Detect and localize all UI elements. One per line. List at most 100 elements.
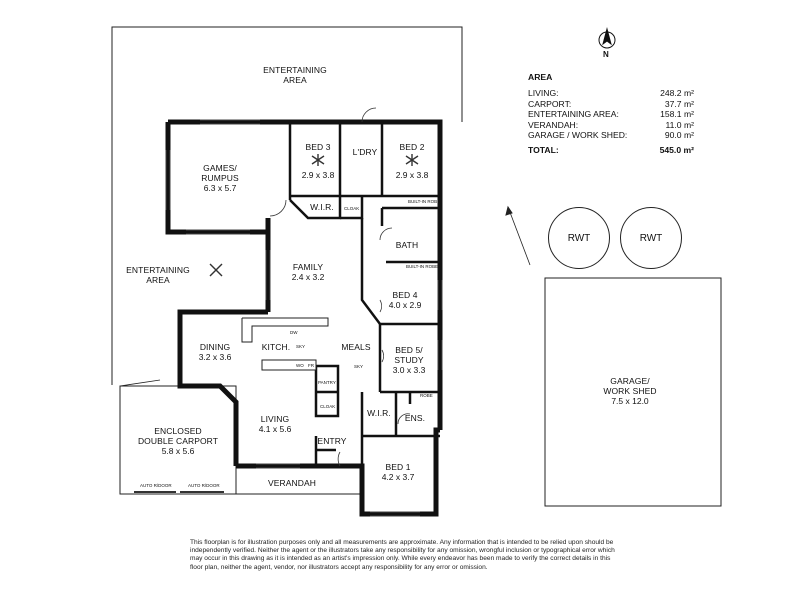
room-bed2-dims: 2.9 x 3.8 <box>390 170 434 180</box>
compass-label: N <box>603 50 609 59</box>
room-entry: ENTRY <box>312 436 352 446</box>
room-dims: 4.1 x 5.6 <box>258 424 292 434</box>
area-row: CARPORT: 37.7 m² <box>528 99 694 110</box>
room-bed2: BED 2 <box>390 142 434 152</box>
area-total-label: TOTAL: <box>528 144 559 155</box>
room-name: BATH <box>395 240 419 250</box>
area-label: LIVING: <box>528 88 559 98</box>
ceiling-fans <box>209 154 419 277</box>
fridge-label: FR <box>308 363 314 368</box>
room-name: FAMILY <box>292 262 324 272</box>
room-dims: 4.0 x 2.9 <box>388 300 422 310</box>
area-total-row: TOTAL: 545.0 m² <box>528 145 694 156</box>
windows <box>165 119 443 517</box>
wall-oven-label: WO <box>296 363 304 368</box>
tank-label: RWT <box>567 232 591 244</box>
area-row: VERANDAH:11.0 m² <box>528 120 694 131</box>
room-name: MEALS <box>341 342 371 352</box>
room-name: W.I.R. <box>310 202 334 212</box>
skylight-label-1: SKY <box>296 344 306 349</box>
room-dims: 3.2 x 3.6 <box>198 352 232 362</box>
doors <box>269 107 411 467</box>
area-value: 158.1 m² <box>660 109 694 119</box>
room-name: BED 3 <box>305 142 331 152</box>
builtin-robe-1: BUILT-IN ROBE <box>408 199 441 204</box>
room-dims: 6.3 x 5.7 <box>203 183 237 193</box>
room-name: ENCLOSED DOUBLE CARPORT <box>137 426 219 446</box>
room-name: KITCH. <box>261 342 291 352</box>
dishwasher-label: DW <box>290 330 298 335</box>
room-name: ENS. <box>404 413 426 423</box>
builtin-robe-2: BUILT-IN ROBE <box>406 264 439 269</box>
interior-walls <box>288 122 440 466</box>
disclaimer-text: This floorplan is for illustration purpo… <box>190 539 615 571</box>
room-meals: MEALS <box>336 342 376 352</box>
room-ldry: L'DRY <box>350 147 380 157</box>
room-name: BED 5/ STUDY <box>394 345 424 365</box>
room-name: ENTERTAINING AREA <box>126 265 190 285</box>
area-value: 11.0 m² <box>665 119 695 130</box>
room-entertaining-top: ENTERTAINING AREA <box>255 65 335 85</box>
room-pantry: PANTRY <box>318 380 336 385</box>
room-name: BED 2 <box>399 142 425 152</box>
room-bath: BATH <box>392 240 422 250</box>
area-label: ENTERTAINING AREA: <box>528 109 619 119</box>
room-cloak-top: CLOAK <box>344 206 360 211</box>
room-name: ENTRY <box>317 436 347 446</box>
room-name: BED 1 <box>385 462 411 472</box>
area-total-value: 545.0 m² <box>659 144 694 155</box>
entertaining-area-outline <box>111 26 463 385</box>
room-kitch: KITCH. <box>258 342 294 352</box>
rainwater-tank: RWT <box>620 207 682 269</box>
room-verandah: VERANDAH <box>262 478 322 488</box>
kitchen-counters <box>241 317 329 371</box>
garage-outline <box>544 277 722 507</box>
room-name: L'DRY <box>352 147 378 157</box>
room-dims: 5.8 x 5.6 <box>161 446 195 456</box>
room-ens: ENS. <box>400 413 430 423</box>
room-cloak-mid: CLOAK <box>320 404 336 409</box>
area-row: ENTERTAINING AREA: 158.1 m² <box>528 109 694 120</box>
north-arrow-icon <box>598 27 616 49</box>
room-name: ENTERTAINING AREA <box>263 65 327 85</box>
room-name: W.I.R. <box>367 408 391 418</box>
room-name: BED 4 <box>392 290 418 300</box>
room-dims: 3.0 x 3.3 <box>392 365 426 375</box>
tank-label: RWT <box>639 232 663 244</box>
area-value: 248.2 m² <box>660 88 694 98</box>
room-name: DINING <box>199 342 231 352</box>
room-name: VERANDAH <box>267 478 317 488</box>
area-row: LIVING: 248.2 m² <box>528 88 694 99</box>
room-wir-bed1: W.I.R. <box>364 408 394 418</box>
rainwater-tank: RWT <box>548 207 610 269</box>
room-robe: ROBE <box>420 393 433 398</box>
auto-door-label-2: AUTO R/DOOR <box>188 483 220 488</box>
area-label: CARPORT: <box>528 98 572 109</box>
room-name: GARAGE/ WORK SHED <box>603 376 657 396</box>
room-dims: 7.5 x 12.0 <box>611 396 649 406</box>
room-bed3-dims: 2.9 x 3.8 <box>296 170 340 180</box>
room-bed3: BED 3 <box>296 142 340 152</box>
room-dims: 2.9 x 3.8 <box>395 170 429 180</box>
auto-door-label-1: AUTO R/DOOR <box>140 483 172 488</box>
room-name: LIVING <box>260 414 290 424</box>
room-name: GAMES/ RUMPUS <box>201 163 239 183</box>
pointer-line <box>507 206 531 266</box>
area-value: 37.7 m² <box>664 98 694 109</box>
room-dims: 4.2 x 3.7 <box>381 472 415 482</box>
area-row: GARAGE / WORK SHED:90.0 m² <box>528 130 694 141</box>
room-entertaining-left: ENTERTAINING AREA <box>118 265 198 285</box>
area-value: 90.0 m² <box>664 130 694 140</box>
room-dims: 2.4 x 3.2 <box>291 272 325 282</box>
room-dims: 2.9 x 3.8 <box>301 170 335 180</box>
